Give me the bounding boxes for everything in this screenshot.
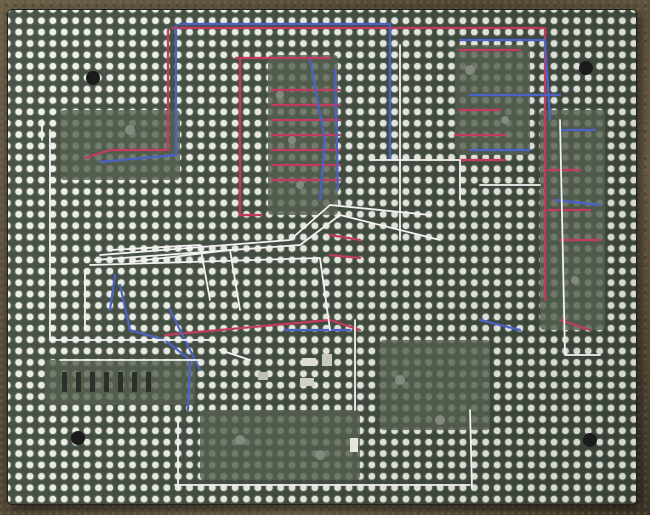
wire-red	[83, 28, 170, 160]
resistor-icon	[300, 378, 314, 386]
wire-blue	[178, 22, 392, 162]
wire-white	[94, 214, 441, 261]
solder-blob-icon	[125, 125, 135, 135]
wire-red	[328, 233, 362, 242]
wire-blue	[333, 68, 340, 192]
wire-red	[328, 253, 362, 260]
resistor-icon	[302, 358, 316, 366]
wire-blue	[458, 38, 552, 122]
chip-pin	[62, 372, 67, 392]
chip-pin	[146, 372, 151, 392]
mounting-hole-icon	[583, 433, 597, 447]
wire-red	[170, 26, 547, 302]
ic-region	[455, 45, 530, 155]
solder-blob-icon	[571, 276, 579, 284]
solder-blob-icon	[276, 91, 284, 99]
red-wires	[83, 26, 602, 337]
resistor-icon	[258, 372, 268, 380]
chip-pin	[118, 372, 123, 392]
wire-white	[49, 129, 216, 341]
mounting-holes	[71, 61, 597, 447]
wire-blue	[308, 58, 327, 202]
wire-red	[163, 318, 362, 337]
small-components	[62, 354, 358, 452]
wire-white	[89, 257, 331, 331]
solder-blob-icon	[501, 116, 509, 124]
chip-pin	[132, 372, 137, 392]
solder-blob-icon	[288, 136, 296, 144]
chip-pin	[104, 372, 109, 392]
wire-blue	[108, 273, 117, 312]
solder-blob-icon	[395, 375, 405, 385]
chip-pin	[76, 372, 81, 392]
mounting-hole-icon	[71, 431, 85, 445]
solder-blob-icon	[435, 415, 445, 425]
wire-white	[469, 409, 473, 489]
component-patches	[45, 45, 605, 480]
solder-blob-icon	[315, 450, 325, 460]
mounting-hole-icon	[579, 61, 593, 75]
white-wires	[41, 44, 601, 489]
wire-white	[99, 204, 431, 256]
solder-blob-icon	[235, 435, 245, 445]
mounting-hole-icon	[86, 71, 100, 85]
wire-white	[559, 119, 601, 356]
solder-blob-icon	[465, 65, 475, 75]
solder-blob-icon	[296, 181, 304, 189]
ic-region	[380, 340, 490, 430]
ic-region	[60, 110, 180, 180]
wire-white	[129, 249, 241, 311]
wire-white	[109, 244, 211, 301]
wire-red	[238, 58, 264, 217]
wire-blue	[478, 318, 522, 332]
wire-blue	[98, 24, 178, 164]
wire-white	[219, 349, 251, 361]
ic-region	[540, 110, 605, 330]
resistor-icon	[350, 438, 358, 452]
chip-pin	[90, 372, 95, 392]
solder-blobs	[125, 65, 579, 460]
resistor-icon	[322, 354, 332, 366]
ic-region	[200, 410, 360, 480]
